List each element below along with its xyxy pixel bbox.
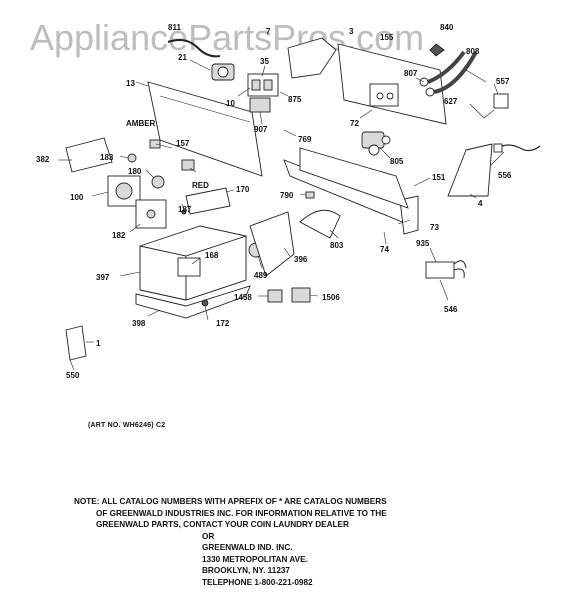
label-808: 808 [466, 47, 480, 56]
label-1506: 1506 [322, 293, 340, 302]
part-4-support [447, 143, 493, 197]
part-1506 [291, 287, 311, 303]
part-1458 [267, 289, 283, 303]
label-790: 790 [280, 191, 294, 200]
label-840: 840 [440, 23, 454, 32]
label-172: 172 [216, 319, 230, 328]
note-line: OR [202, 531, 215, 541]
part-100-timer [107, 175, 141, 207]
part-398-base [135, 285, 251, 319]
label-627: 627 [444, 97, 458, 106]
art-number: (ART NO. WH6246) C2 [88, 422, 166, 429]
note-line: TELEPHONE 1-800-221-0982 [202, 577, 313, 587]
part-546-harness-block [425, 260, 467, 279]
note-line: GREENWALD PARTS, CONTACT YOUR COIN LAUND… [96, 520, 349, 529]
label-157: 157 [176, 139, 190, 148]
note-line: BROOKLYN, NY. 11237 [202, 566, 290, 575]
label-13: 13 [126, 79, 135, 88]
part-180-knob [151, 175, 165, 189]
part-13-control-panel [147, 81, 263, 177]
part-157-red-light [181, 159, 195, 171]
label-935: 935 [416, 239, 430, 248]
label-396: 396 [294, 255, 308, 264]
label-803: 803 [330, 241, 344, 250]
part-157-amber-light [149, 139, 161, 149]
label-807: 807 [404, 69, 418, 78]
part-35-bracket [247, 73, 279, 97]
label-556: 556 [498, 171, 512, 180]
label-183: 183 [100, 153, 114, 162]
label-805: 805 [390, 157, 404, 166]
part-172-screw [201, 299, 209, 307]
label-168: 168 [205, 251, 219, 260]
label-amber: AMBER [126, 119, 156, 128]
label-7: 7 [266, 27, 271, 36]
label-21: 21 [178, 53, 187, 62]
label-73: 73 [430, 223, 439, 232]
label-1: 1 [96, 339, 101, 348]
part-790-clip [305, 191, 315, 199]
part-1-label [65, 325, 87, 361]
label-155: 155 [380, 33, 394, 42]
label-182: 182 [112, 231, 126, 240]
part-805-water-valve [361, 131, 391, 156]
note-line: NOTE: ALL CATALOG NUMBERS WITH APREFIX O… [74, 497, 387, 506]
note-line: 1330 METROPOLITAN AVE. [202, 554, 308, 564]
part-803-connector [299, 209, 341, 239]
label-397: 397 [96, 273, 110, 282]
note-line: OF GREENWALD INDUSTRIES INC. FOR INFORMA… [96, 508, 387, 518]
label-3: 3 [349, 27, 354, 36]
part-21-switch [211, 63, 235, 81]
label-489: 489 [254, 271, 268, 280]
label-557: 557 [496, 77, 510, 86]
label-907: 907 [254, 125, 268, 134]
label-180: 180 [128, 167, 142, 176]
part-808-hoses [427, 50, 478, 94]
part-396-shield [249, 211, 295, 277]
part-907-terminal-block [249, 97, 271, 113]
part-170-card [185, 187, 231, 215]
label-4: 4 [478, 199, 483, 208]
part-840-filter [429, 43, 445, 57]
part-557-valve [483, 93, 509, 119]
part-811-hose [167, 39, 221, 58]
label-35: 35 [260, 57, 269, 66]
callout-labels: 811 21 7 3 155 840 808 807 557 627 13 35… [36, 23, 512, 380]
label-151: 151 [432, 173, 446, 182]
label-875: 875 [288, 95, 302, 104]
note-line: GREENWALD IND. INC. [202, 543, 293, 552]
label-546: 546 [444, 305, 458, 314]
label-100: 100 [70, 193, 84, 202]
label-187: 187 [178, 205, 192, 214]
greenwald-note: NOTE: ALL CATALOG NUMBERS WITH APREFIX O… [74, 496, 494, 588]
label-550: 550 [66, 371, 80, 380]
label-10: 10 [226, 99, 235, 108]
label-74: 74 [380, 245, 389, 254]
label-811: 811 [168, 23, 181, 32]
label-382: 382 [36, 155, 50, 164]
part-7-bracket [287, 37, 337, 79]
label-1458: 1458 [234, 293, 252, 302]
label-769: 769 [298, 135, 312, 144]
part-183-knob [127, 153, 137, 163]
label-72: 72 [350, 119, 359, 128]
part-556-harness [497, 144, 541, 152]
label-red: RED [192, 181, 209, 190]
part-382-plate [65, 137, 113, 173]
leader-lines [58, 59, 505, 371]
label-398: 398 [132, 319, 146, 328]
label-170: 170 [236, 185, 250, 194]
